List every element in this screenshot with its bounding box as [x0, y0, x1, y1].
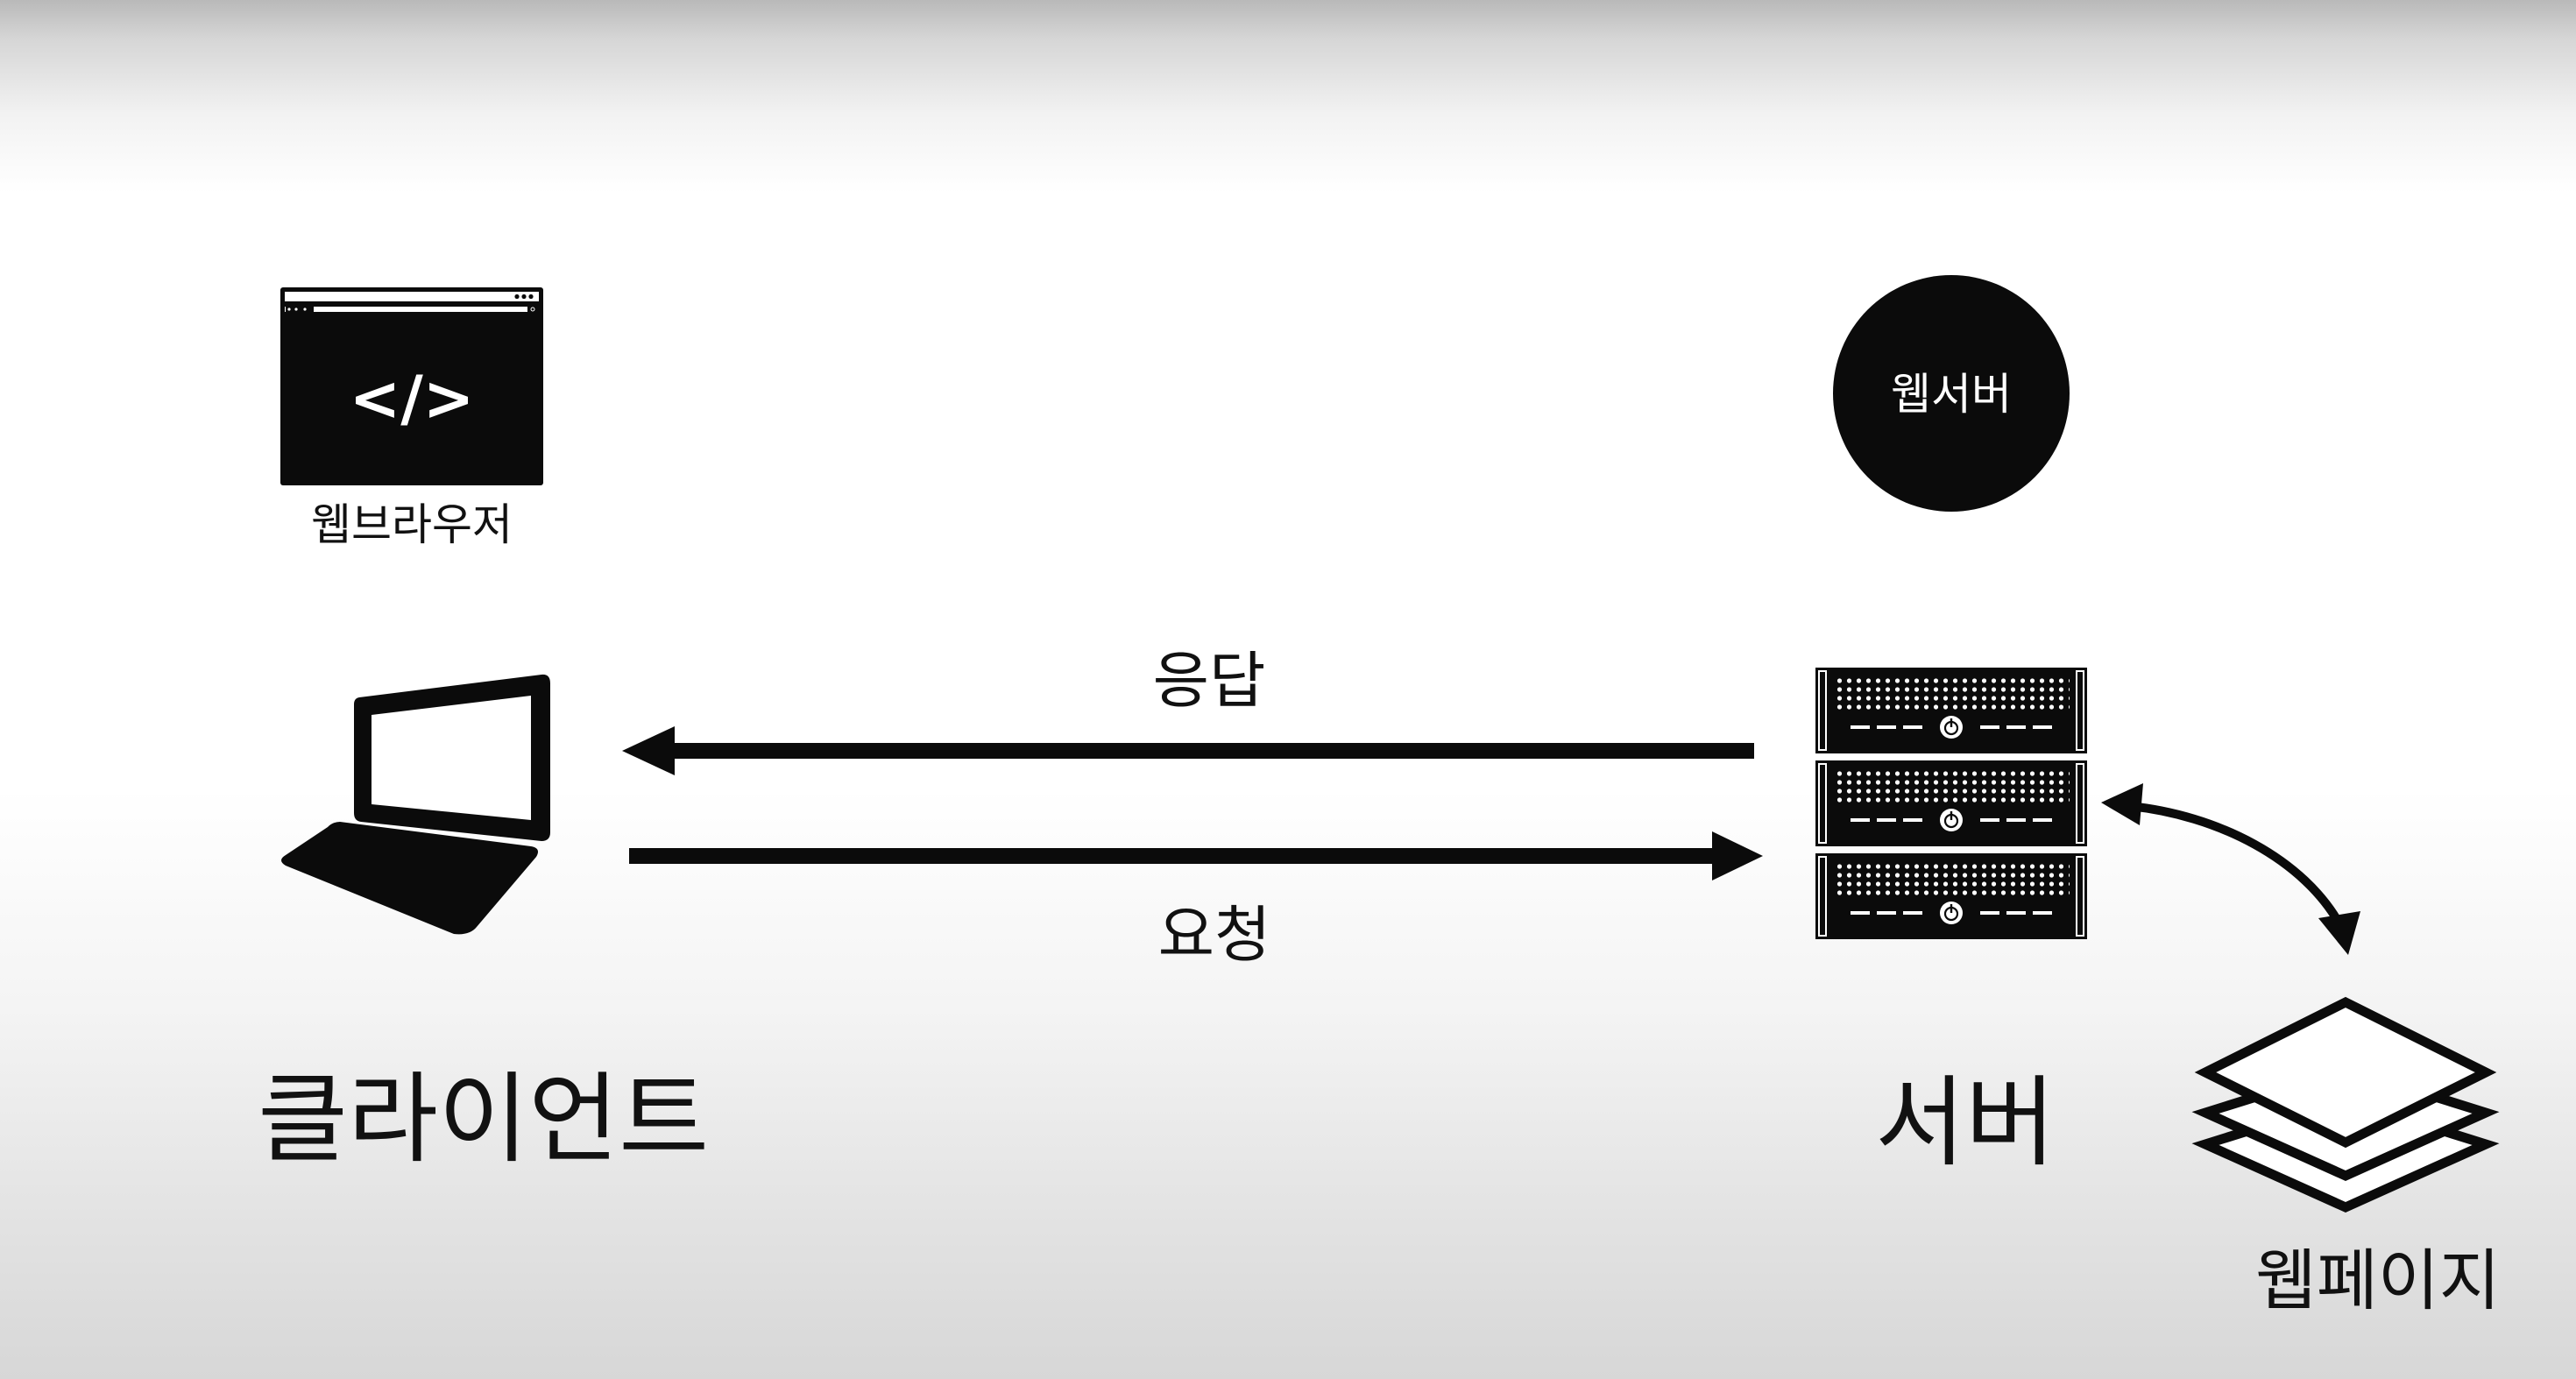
curved-double-arrow: [2101, 783, 2360, 955]
browser-window-icon: </>: [279, 286, 545, 487]
response-arrow-shape: [622, 726, 1754, 775]
webpage-stack-icon: [2191, 996, 2500, 1213]
client-label: 클라이언트: [258, 1063, 710, 1177]
code-symbol: </>: [349, 363, 475, 435]
laptop-icon: [279, 673, 550, 936]
browser-label: 웹브라우저: [311, 499, 513, 550]
request-arrow: [629, 831, 1763, 880]
server-rack-icon: [1814, 666, 2089, 941]
web-server-badge: 웹서버: [1833, 275, 2070, 512]
request-label: 요청: [1157, 899, 1271, 971]
response-label: 응답: [1152, 645, 1266, 717]
server-label: 서버: [1875, 1066, 2056, 1180]
web-server-badge-label: 웹서버: [1891, 369, 2012, 420]
webpage-label: 웹페이지: [2255, 1241, 2501, 1319]
